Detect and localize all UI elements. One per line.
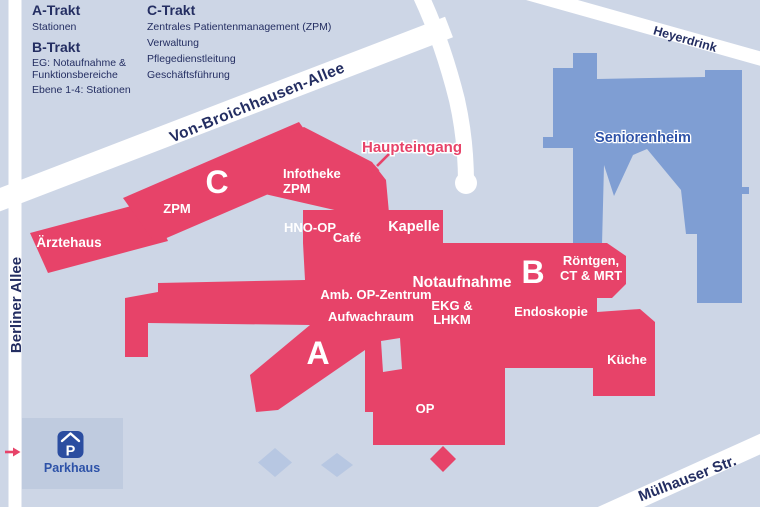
courtyard-notch <box>381 338 402 372</box>
label-hno-op: HNO-OP <box>284 220 336 235</box>
label-roentgen-line1: Röntgen, <box>563 253 619 268</box>
label-cafe: Café <box>333 230 361 245</box>
legend-a-trakt-line: Stationen <box>32 21 77 33</box>
label-infotheke-line1: Infotheke <box>283 166 341 181</box>
road-muelhauser-str <box>597 433 760 507</box>
label-b-tract-letter: B <box>521 254 544 290</box>
building-labels: C ZPM Ärztehaus Infotheke ZPM Haupteinga… <box>36 129 692 416</box>
label-kapelle: Kapelle <box>388 219 440 235</box>
road-von-broichhausen-allee <box>0 16 453 212</box>
legend-c-trakt-line4: Geschäftsführung <box>147 69 230 81</box>
label-aufwachraum: Aufwachraum <box>328 309 414 324</box>
legend-c-trakt-line1: Zentrales Patientenmanagement (ZPM) <box>147 21 331 33</box>
road-heyerdrink <box>526 0 760 66</box>
label-notaufnahme: Notaufnahme <box>412 274 511 291</box>
building-aerztehaus-shape <box>30 201 168 273</box>
arrows <box>5 153 390 457</box>
parkhaus-label: Parkhaus <box>44 461 100 475</box>
label-zpm: ZPM <box>163 201 190 216</box>
label-ekg-line2: LHKM <box>433 312 471 327</box>
building-hno-kapelle-shape <box>303 210 443 243</box>
entrance-arrowhead-icon <box>371 164 380 173</box>
legend-c-trakt-line2: Verwaltung <box>147 37 199 49</box>
legend-c-trakt-title: C-Trakt <box>147 2 196 18</box>
label-op: OP <box>416 401 435 416</box>
label-c-tract-letter: C <box>205 164 228 200</box>
building-op-tip-shape <box>430 446 456 472</box>
label-endoskopie: Endoskopie <box>514 304 588 319</box>
legend-a-trakt-title: A-Trakt <box>32 2 81 18</box>
building-seniorenheim-shape <box>543 53 749 303</box>
label-a-tract-letter: A <box>306 335 329 371</box>
parkhaus-area: P Parkhaus <box>22 418 123 489</box>
label-haupteingang: Haupteingang <box>362 139 462 156</box>
hospital-buildings <box>30 122 655 472</box>
legend-c-trakt-line3: Pflegedienstleitung <box>147 53 236 65</box>
label-infotheke-line2: ZPM <box>283 181 310 196</box>
parkhaus-arrowhead-icon <box>13 447 21 457</box>
street-label-berliner-allee: Berliner Allee <box>8 257 25 353</box>
background-diamond-1 <box>258 448 292 477</box>
legend-b-trakt-line1: EG: Notaufnahme & <box>32 57 126 69</box>
legend-b-trakt-line3: Ebene 1-4: Stationen <box>32 84 131 96</box>
entrance-arrow-icon <box>376 153 390 167</box>
label-amb-op-zentrum: Amb. OP-Zentrum <box>320 287 431 302</box>
building-infotheke-wing-shape <box>256 127 389 214</box>
background-diamond-2 <box>321 453 353 477</box>
label-roentgen-line2: CT & MRT <box>560 268 622 283</box>
driveway-end <box>455 172 477 194</box>
label-kueche: Küche <box>607 352 647 367</box>
road-entrance-driveway <box>413 0 474 191</box>
parking-icon-letter: P <box>66 444 76 460</box>
parking-roof-icon <box>60 432 81 443</box>
label-aerztehaus: Ärztehaus <box>36 235 101 250</box>
label-ekg-line1: EKG & <box>431 298 472 313</box>
legend: A-Trakt Stationen B-Trakt EG: Notaufnahm… <box>32 2 331 96</box>
label-seniorenheim: Seniorenheim <box>595 130 691 146</box>
legend-b-trakt-line2: Funktionsbereiche <box>32 69 118 81</box>
legend-b-trakt-title: B-Trakt <box>32 39 81 55</box>
